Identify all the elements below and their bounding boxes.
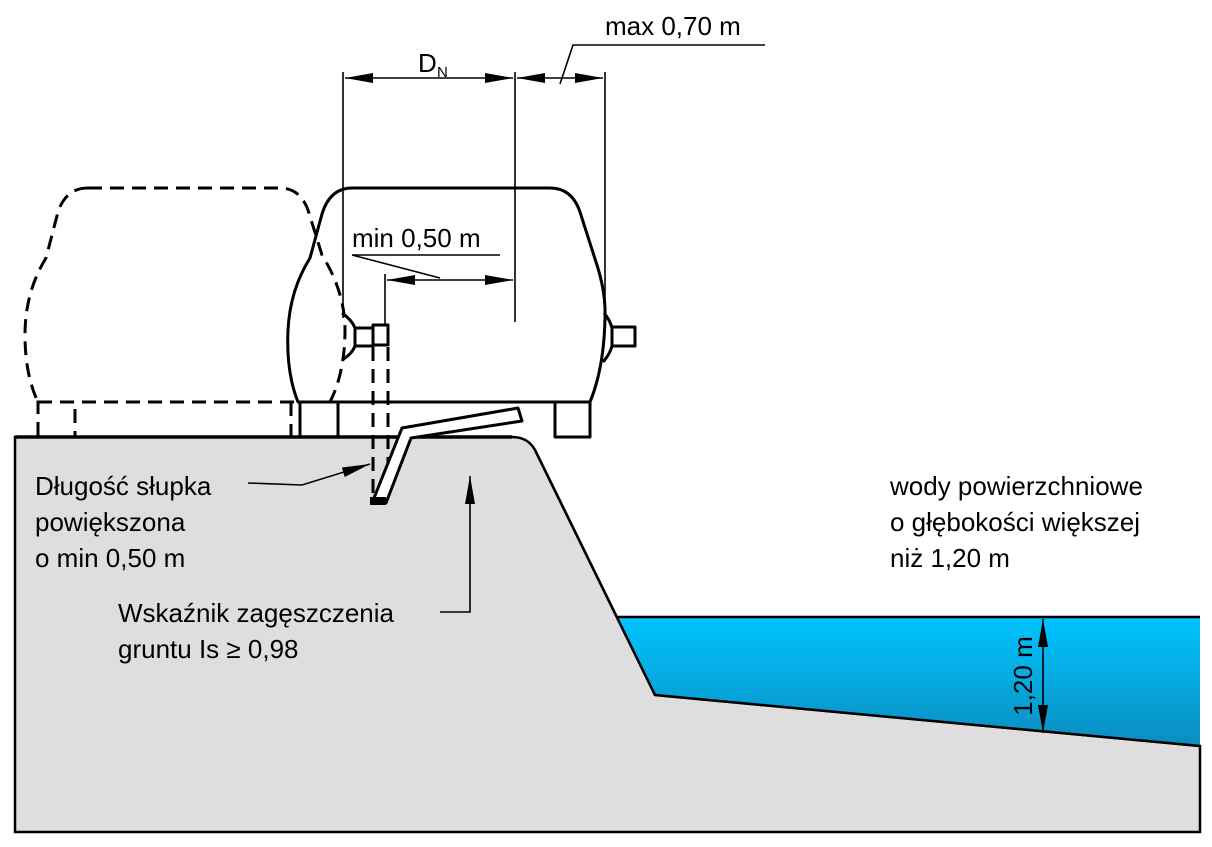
connector-bracket-left <box>353 326 375 348</box>
ground-embankment <box>13 435 1202 834</box>
min-spacing-leader <box>351 254 500 279</box>
water-bottom-line <box>654 693 1201 748</box>
water-depth-label: 1,20 m <box>1008 636 1038 716</box>
barrier-foot-right <box>553 400 592 439</box>
compaction-label-line-2: gruntu Is ≥ 0,98 <box>118 634 299 664</box>
dn-label-subscript: N <box>437 64 448 81</box>
water-body <box>617 617 1200 746</box>
post-length-label-line-3: o min 0,50 m <box>35 543 185 573</box>
max-spacing-label: max 0,70 m <box>605 11 741 41</box>
anchor-post <box>371 323 390 500</box>
surface-water-label-line-3: niż 1,20 m <box>890 543 1010 573</box>
compaction-label-line-1: Wskaźnik zagęszczenia <box>118 598 395 628</box>
surface-water-label-line-1: wody powierzchniowe <box>889 471 1143 501</box>
post-length-label-line-1: Długość słupka <box>35 471 212 501</box>
barrier-outline <box>286 186 607 404</box>
post-length-label-line-2: powiększona <box>35 507 186 537</box>
min-spacing-label: min 0,50 m <box>352 223 481 253</box>
barrier-element <box>286 186 637 439</box>
max-spacing-leader <box>559 44 765 85</box>
displaced-barrier-outline <box>23 186 347 439</box>
dn-label: D <box>418 48 437 78</box>
connector-bracket-right <box>610 325 637 348</box>
surface-water-label-line-2: o głębokości większej <box>890 507 1140 537</box>
embankment-slope-line <box>533 449 657 696</box>
barrier-foot-left <box>298 400 340 439</box>
compaction-leader <box>440 476 475 613</box>
displaced-barrier-foot <box>36 400 77 439</box>
post-length-leader <box>247 463 371 486</box>
anchor-tie-bar-end <box>370 497 386 505</box>
